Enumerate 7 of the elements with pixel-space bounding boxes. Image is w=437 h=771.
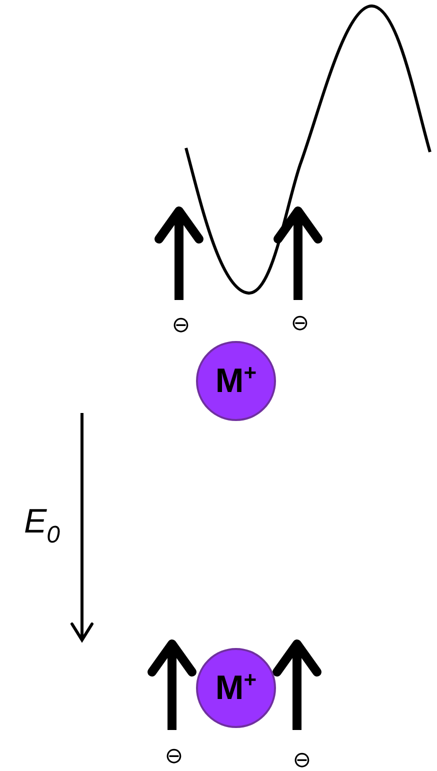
ion-circle: M$^{+}$ <box>196 648 276 728</box>
charge-symbol: ⊖ <box>172 315 190 337</box>
charge-symbol: ⊖ <box>290 313 310 335</box>
ion-circle: M$^{+}$ <box>196 341 276 421</box>
charge-symbol: ⊖ <box>292 750 312 771</box>
field-symbol: E$_{0}$ <box>24 504 60 548</box>
charge-symbol: ⊖ <box>164 746 184 768</box>
